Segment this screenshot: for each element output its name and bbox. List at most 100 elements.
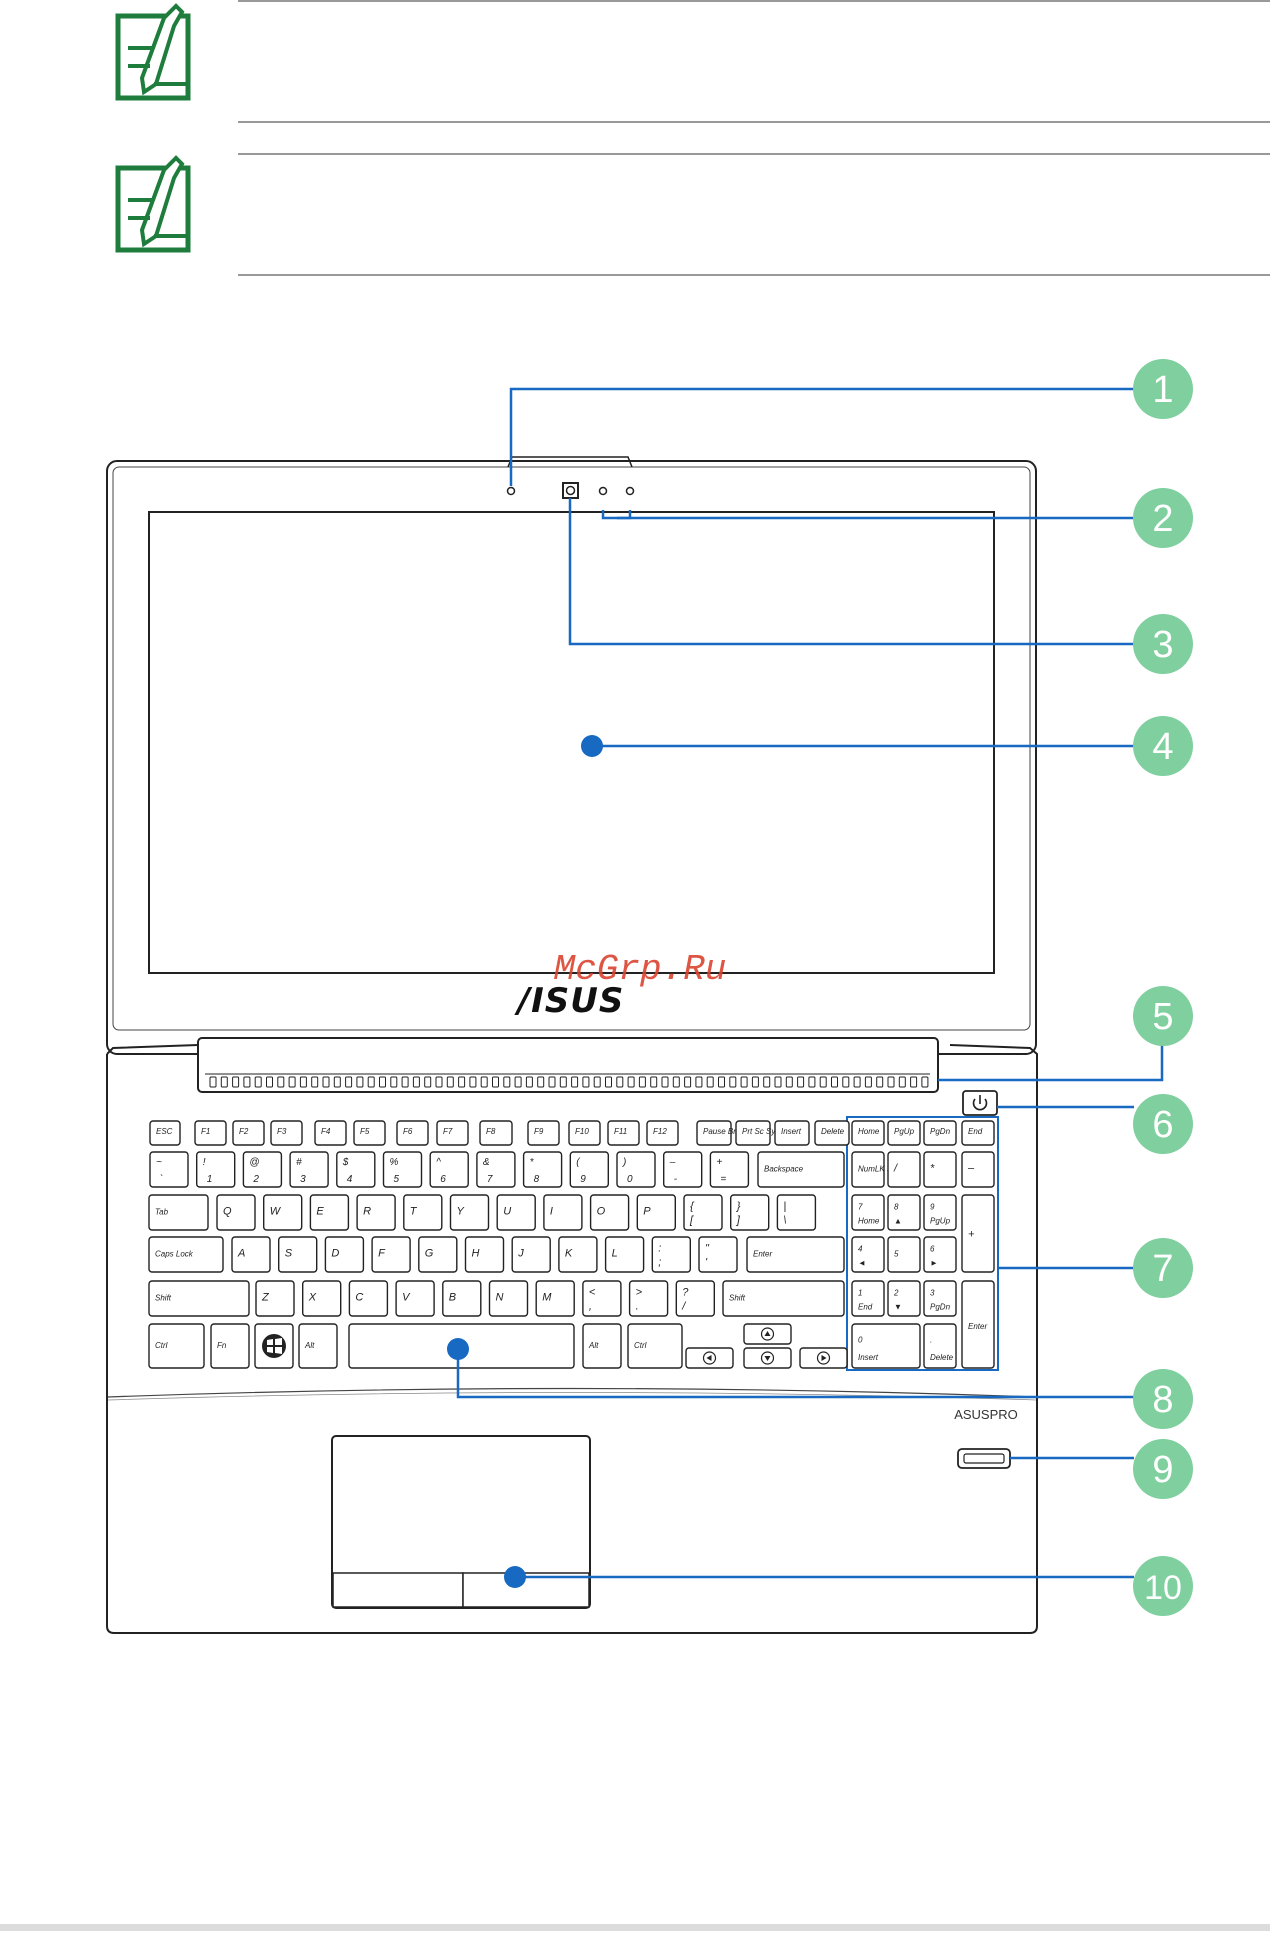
key[interactable]: Ctrl <box>148 1323 205 1369</box>
windows-key[interactable] <box>254 1323 294 1369</box>
key[interactable]: PgDn <box>923 1120 957 1146</box>
key[interactable]: $4 <box>336 1151 376 1188</box>
key[interactable]: F2 <box>232 1120 265 1146</box>
key[interactable]: W <box>263 1194 303 1231</box>
key[interactable]: –- <box>663 1151 703 1188</box>
left-touchpad-button[interactable] <box>332 1572 464 1608</box>
key[interactable]: O <box>589 1194 630 1231</box>
key[interactable]: {[ <box>683 1194 723 1231</box>
arrow-left-key[interactable] <box>685 1347 734 1369</box>
key[interactable]: += <box>709 1151 750 1188</box>
key[interactable]: C <box>348 1280 389 1317</box>
key[interactable]: F <box>371 1236 411 1273</box>
key[interactable]: T <box>403 1194 443 1231</box>
key[interactable]: .Delete <box>923 1323 957 1369</box>
key[interactable]: 8▲ <box>887 1194 921 1231</box>
key[interactable]: H <box>464 1236 505 1273</box>
key[interactable]: J <box>511 1236 551 1273</box>
key[interactable]: Alt <box>298 1323 338 1369</box>
key[interactable]: A <box>231 1236 271 1273</box>
key[interactable]: Prt Sc SysRq <box>735 1120 790 1146</box>
key[interactable]: 5 <box>887 1236 921 1273</box>
key[interactable]: End <box>961 1120 995 1146</box>
key[interactable]: R <box>356 1194 396 1231</box>
key[interactable]: )0 <box>616 1151 656 1188</box>
key[interactable]: Insert <box>774 1120 810 1146</box>
key[interactable]: <, <box>582 1280 622 1317</box>
key[interactable]: B <box>442 1280 482 1317</box>
key[interactable]: K <box>558 1236 598 1273</box>
key[interactable]: S <box>278 1236 318 1273</box>
key[interactable]: – <box>961 1151 995 1188</box>
key[interactable]: %5 <box>382 1151 423 1188</box>
key[interactable]: F10 <box>568 1120 601 1146</box>
key[interactable]: |\ <box>776 1194 817 1231</box>
key[interactable]: F5 <box>353 1120 386 1146</box>
key[interactable]: ?/ <box>675 1280 715 1317</box>
power-button[interactable] <box>962 1090 998 1116</box>
key[interactable]: F4 <box>314 1120 347 1146</box>
key[interactable]: Q <box>216 1194 256 1231</box>
key[interactable]: Pause Break <box>696 1120 750 1146</box>
key[interactable]: @2 <box>242 1151 283 1188</box>
key[interactable]: F11 <box>607 1120 640 1146</box>
key[interactable]: I <box>543 1194 583 1231</box>
key[interactable]: NumLK Scr LK <box>851 1151 912 1188</box>
key[interactable]: M <box>535 1280 575 1317</box>
key[interactable]: &7 <box>476 1151 516 1188</box>
key[interactable]: D <box>324 1236 365 1273</box>
key[interactable]: *8 <box>522 1151 563 1188</box>
key[interactable]: Shift <box>722 1280 845 1317</box>
key[interactable]: >. <box>628 1280 669 1317</box>
key[interactable]: Enter <box>961 1280 995 1369</box>
key[interactable]: Home <box>851 1120 885 1146</box>
key[interactable]: Y <box>449 1194 490 1231</box>
key[interactable]: Caps Lock <box>148 1236 224 1273</box>
key[interactable]: F6 <box>396 1120 429 1146</box>
touchpad[interactable] <box>331 1435 591 1609</box>
key[interactable]: F9 <box>527 1120 560 1146</box>
key[interactable]: F8 <box>479 1120 513 1146</box>
key[interactable]: X <box>302 1280 342 1317</box>
key[interactable]: 2▼ <box>887 1280 921 1317</box>
key[interactable]: #3 <box>289 1151 329 1188</box>
key[interactable]: * <box>923 1151 957 1188</box>
right-touchpad-button[interactable] <box>462 1572 590 1608</box>
key[interactable]: + <box>961 1194 995 1273</box>
key[interactable]: E <box>309 1194 350 1231</box>
key[interactable]: V <box>395 1280 435 1317</box>
key[interactable]: Ctrl <box>627 1323 683 1369</box>
key[interactable]: :; <box>651 1236 691 1273</box>
key[interactable]: Enter <box>746 1236 845 1273</box>
key[interactable]: N <box>488 1280 529 1317</box>
key[interactable]: Shift <box>148 1280 250 1317</box>
key[interactable]: }] <box>730 1194 770 1231</box>
key[interactable]: F3 <box>270 1120 303 1146</box>
key[interactable]: 4◄ <box>851 1236 885 1273</box>
key[interactable]: P <box>636 1194 676 1231</box>
key[interactable]: Delete <box>814 1120 850 1146</box>
arrow-right-key[interactable] <box>799 1347 848 1369</box>
key[interactable]: F7 <box>436 1120 469 1146</box>
arrow-down-key[interactable] <box>743 1347 792 1369</box>
key[interactable]: L <box>604 1236 645 1273</box>
key[interactable]: Alt <box>582 1323 622 1369</box>
key[interactable]: U <box>496 1194 536 1231</box>
key[interactable]: ESC <box>149 1120 181 1146</box>
key[interactable]: / <box>887 1151 921 1188</box>
key[interactable]: Tab <box>148 1194 209 1231</box>
key[interactable]: ^6 <box>429 1151 469 1188</box>
key[interactable]: "' <box>698 1236 738 1273</box>
key[interactable]: F12 <box>646 1120 679 1146</box>
arrow-up-key[interactable] <box>743 1323 792 1345</box>
key[interactable]: PgUp <box>887 1120 921 1146</box>
key[interactable]: 6► <box>923 1236 957 1273</box>
key[interactable]: F1 <box>194 1120 227 1146</box>
key[interactable]: ~` <box>149 1151 189 1188</box>
key[interactable]: Backspace <box>757 1151 845 1188</box>
key[interactable]: (9 <box>569 1151 609 1188</box>
